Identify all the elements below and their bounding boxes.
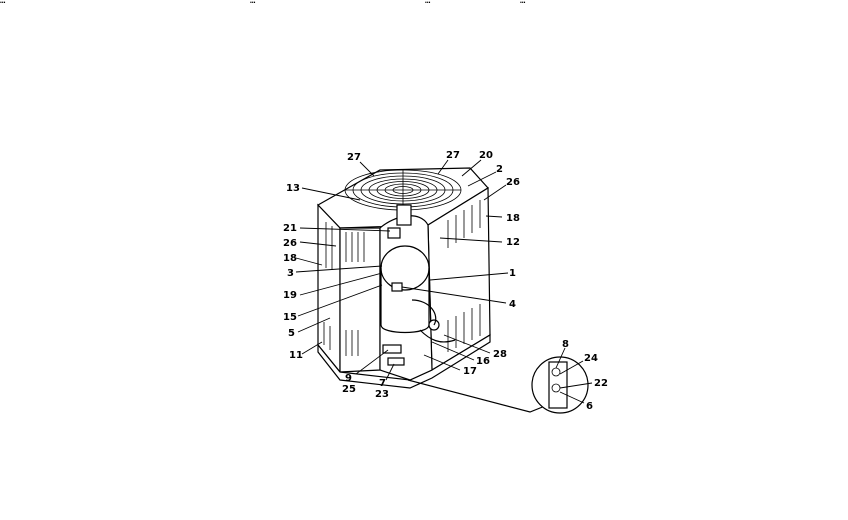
callout-26: 26 xyxy=(506,177,520,188)
header-fragment: … xyxy=(250,0,256,6)
leader-lines xyxy=(295,159,593,404)
compressor xyxy=(380,245,430,291)
left-panel xyxy=(317,203,341,374)
header-fragment: … xyxy=(520,0,526,6)
callout-6: 6 xyxy=(586,401,593,412)
callout-24: 24 xyxy=(584,353,598,364)
right-coil-fins xyxy=(447,200,481,352)
callout-27: 27 xyxy=(347,152,361,163)
header-fragment: … xyxy=(425,0,431,6)
callout-13: 13 xyxy=(286,183,300,194)
fan-grille xyxy=(344,169,462,211)
callout-4: 4 xyxy=(509,299,516,310)
callout-18: 18 xyxy=(283,253,297,264)
callout-2: 2 xyxy=(496,164,503,175)
callout-20: 20 xyxy=(479,150,493,161)
callout-26: 26 xyxy=(283,238,297,249)
callout-9: 9 xyxy=(345,373,352,384)
callout-7: 7 xyxy=(379,378,386,389)
callout-25: 25 xyxy=(342,384,356,395)
callout-18: 18 xyxy=(506,213,520,224)
callout-28: 28 xyxy=(493,349,507,360)
callout-23: 23 xyxy=(375,389,389,400)
callout-3: 3 xyxy=(287,268,294,279)
detail-inset xyxy=(531,356,589,414)
callout-19: 19 xyxy=(283,290,297,301)
terminal-box xyxy=(391,282,403,292)
wire-to-detail xyxy=(407,379,546,413)
callout-1: 1 xyxy=(509,268,516,279)
callout-22: 22 xyxy=(594,378,608,389)
left-coil-fins xyxy=(323,222,365,356)
callout-15: 15 xyxy=(283,312,297,323)
refrigerant-tubing xyxy=(411,299,456,343)
callout-27: 27 xyxy=(446,150,460,161)
control-box xyxy=(387,227,401,239)
condenser-unit xyxy=(317,167,491,389)
callout-16: 16 xyxy=(476,356,490,367)
header-fragments: … … … … xyxy=(0,0,526,6)
callout-12: 12 xyxy=(506,237,520,248)
fan-motor xyxy=(396,204,412,226)
service-valves xyxy=(382,319,440,366)
callout-17: 17 xyxy=(463,366,477,377)
callout-labels: 27 27 20 2 26 18 12 13 21 26 18 3 19 15 … xyxy=(283,150,608,412)
base-pan xyxy=(317,333,491,389)
callout-5: 5 xyxy=(288,328,295,339)
callout-8: 8 xyxy=(562,339,569,350)
callout-11: 11 xyxy=(289,350,303,361)
callout-21: 21 xyxy=(283,223,297,234)
header-fragment: … xyxy=(0,0,6,6)
